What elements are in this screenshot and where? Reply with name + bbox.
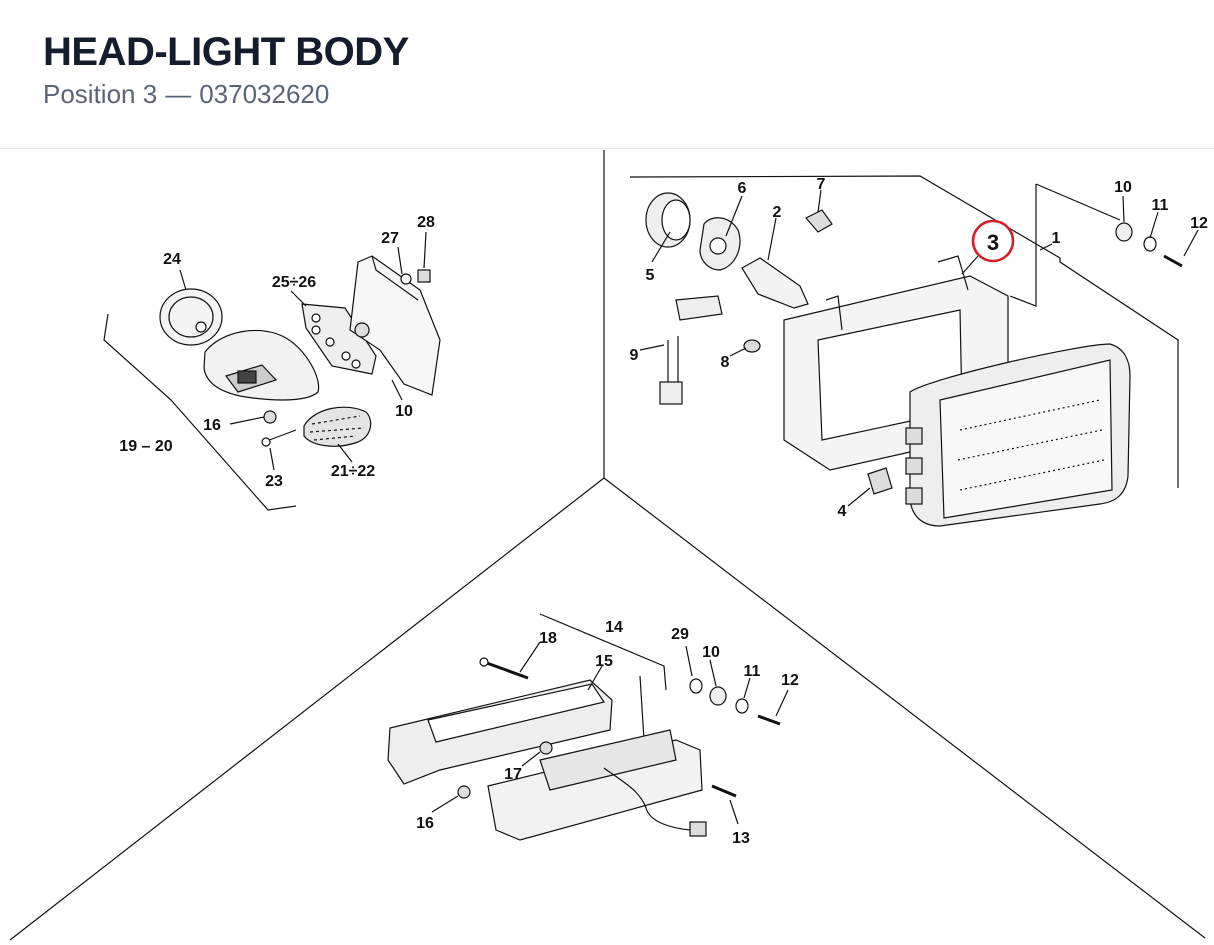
callout-3-label: 3 [987, 230, 999, 255]
callout-11: 11 [1152, 197, 1169, 214]
part-9-harness [675, 295, 723, 321]
callout-14: 14 [605, 619, 623, 636]
bottom-callout-labels: 18 14 15 29 10 11 12 17 16 13 [416, 619, 799, 847]
callout-16: 16 [203, 417, 221, 434]
page-title: HEAD-LIGHT BODY [43, 30, 409, 74]
callout-2: 2 [773, 204, 782, 221]
callout-12: 12 [1190, 215, 1208, 232]
callout-13: 13 [732, 830, 750, 847]
callout-5: 5 [646, 267, 655, 284]
callout-23: 23 [265, 473, 283, 490]
part-2-bulb [741, 257, 809, 309]
part-21-22-lens [303, 406, 372, 447]
callout-11b: 11 [744, 663, 761, 680]
callout-7: 7 [817, 176, 826, 193]
callout-9: 9 [630, 347, 639, 364]
part-number: 037032620 [199, 79, 330, 109]
page-subtitle: Position 3—037032620 [43, 79, 329, 110]
callout-8: 8 [721, 354, 730, 371]
part-25-26-plate [301, 303, 377, 375]
callout-10: 10 [395, 403, 413, 420]
callout-1: 1 [1052, 230, 1061, 247]
callout-10b: 10 [1114, 179, 1132, 196]
left-callout-labels: 24 27 28 25÷26 10 16 19 – 20 23 21÷22 [119, 214, 435, 490]
callout-24: 24 [163, 251, 181, 268]
position-label: Position 3 [43, 79, 158, 109]
right-group-illustration [629, 175, 1199, 527]
callout-6: 6 [738, 180, 747, 197]
callout-15: 15 [595, 653, 613, 670]
page-header: HEAD-LIGHT BODY Position 3—037032620 [0, 0, 1214, 149]
callout-16b: 16 [416, 815, 434, 832]
callout-27: 27 [381, 230, 399, 247]
callout-19-20: 19 – 20 [119, 438, 172, 455]
bottom-group-illustration [387, 613, 789, 841]
callout-12b: 12 [781, 672, 799, 689]
callout-4: 4 [838, 503, 847, 520]
callout-18: 18 [539, 630, 557, 647]
callout-21-22: 21÷22 [331, 463, 375, 480]
callout-29: 29 [671, 626, 689, 643]
right-callout-labels: 6 7 2 10 11 12 1 5 9 8 4 [630, 176, 1208, 520]
callout-17: 17 [504, 766, 522, 783]
section-dividers [9, 150, 1206, 941]
callout-10c: 10 [702, 644, 720, 661]
subtitle-separator: — [165, 79, 192, 109]
callout-28: 28 [417, 214, 435, 231]
callout-25-26: 25÷26 [272, 274, 316, 291]
highlight-callout-3[interactable]: 3 [961, 219, 1015, 275]
left-group-illustration [103, 231, 441, 511]
